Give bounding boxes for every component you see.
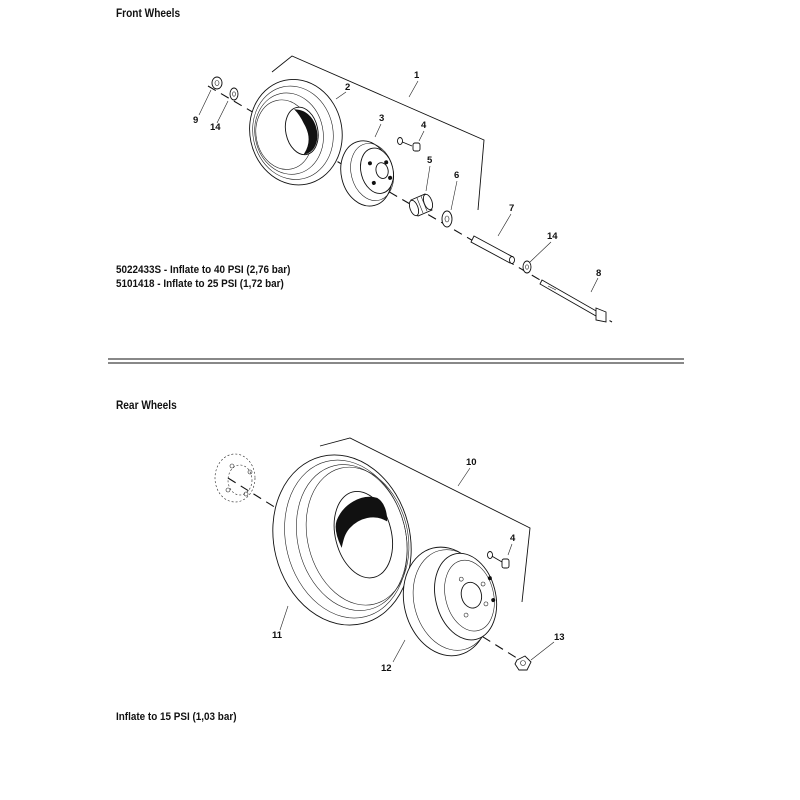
front-washer-14-left xyxy=(229,87,239,101)
front-washer-6 xyxy=(441,210,453,228)
front-tire-2 xyxy=(249,79,343,186)
front-note-2: 5101418 - Inflate to 25 PSI (1,72 bar) xyxy=(116,278,284,290)
rear-hub xyxy=(214,453,256,503)
front-wheels-heading: Front Wheels xyxy=(116,8,181,20)
front-note-1: 5022433S - Inflate to 40 PSI (2,76 bar) xyxy=(116,264,291,276)
callout-4-front: 4 xyxy=(421,120,427,131)
callout-13: 13 xyxy=(554,632,565,643)
callout-4-rear: 4 xyxy=(510,533,516,544)
rear-valve-stem-4 xyxy=(487,551,510,569)
callout-1: 1 xyxy=(414,70,420,81)
callout-11: 11 xyxy=(272,630,283,641)
rear-tire-11 xyxy=(272,454,412,626)
front-nut-9 xyxy=(211,76,223,90)
callout-9: 9 xyxy=(193,115,199,126)
callout-10: 10 xyxy=(466,457,477,468)
rear-lug-nut-13 xyxy=(514,655,532,671)
rear-note: Inflate to 15 PSI (1,03 bar) xyxy=(116,711,237,723)
rear-wheels-assembly xyxy=(214,437,555,671)
callout-12: 12 xyxy=(381,663,392,674)
callout-5: 5 xyxy=(427,155,433,166)
section-divider xyxy=(108,358,684,364)
front-rim-3 xyxy=(340,140,394,207)
callout-7: 7 xyxy=(509,203,515,214)
callout-14-left: 14 xyxy=(210,122,221,133)
callout-8: 8 xyxy=(596,268,602,279)
front-valve-stem-4 xyxy=(397,137,421,152)
rear-wheels-heading: Rear Wheels xyxy=(116,400,177,412)
front-washer-14-right xyxy=(522,260,532,274)
front-wheels-assembly xyxy=(198,55,613,323)
front-bearing-5 xyxy=(408,193,434,217)
callout-2: 2 xyxy=(345,82,351,93)
callout-3: 3 xyxy=(379,113,385,124)
rear-rim-12 xyxy=(402,546,498,657)
callout-14-right: 14 xyxy=(547,231,558,242)
front-spacer-7 xyxy=(470,235,515,264)
callout-6: 6 xyxy=(454,170,460,181)
front-bolt-8 xyxy=(539,279,607,323)
